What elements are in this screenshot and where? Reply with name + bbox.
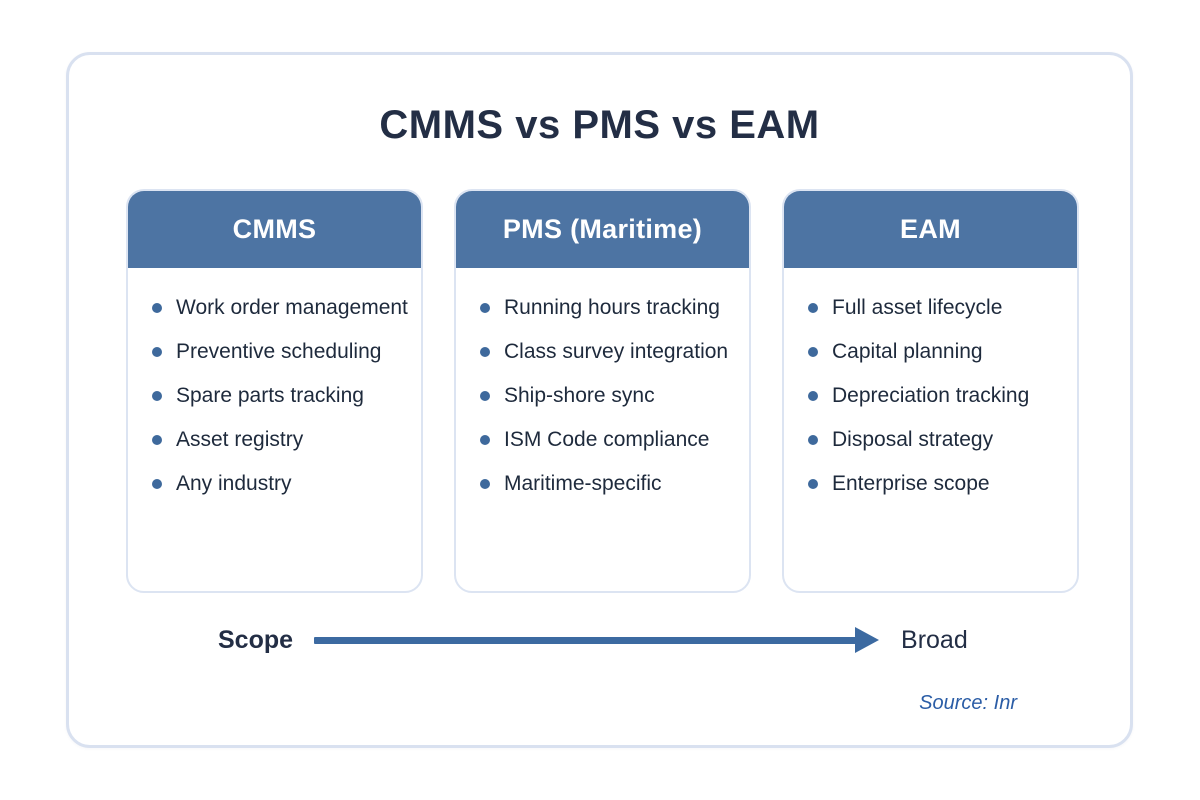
bullet-dot-icon: [480, 391, 490, 401]
bullet-dot-icon: [808, 347, 818, 357]
comparison-columns: CMMS Work order management Preventive sc…: [126, 189, 1079, 593]
list-item-text: Enterprise scope: [832, 472, 990, 495]
list-item-text: Asset registry: [176, 428, 304, 451]
list-item: Maritime-specific: [480, 467, 737, 500]
bullet-dot-icon: [808, 303, 818, 313]
bullet-dot-icon: [480, 435, 490, 445]
column-pms-list: Running hours tracking Class survey inte…: [456, 268, 749, 511]
list-item-text: Maritime-specific: [504, 472, 662, 495]
list-item: Any industry: [152, 467, 409, 500]
column-pms: PMS (Maritime) Running hours tracking Cl…: [454, 189, 751, 593]
list-item: Asset registry: [152, 423, 409, 456]
list-item-text: Any industry: [176, 472, 292, 495]
bullet-dot-icon: [808, 391, 818, 401]
list-item-text: Depreciation tracking: [832, 384, 1030, 407]
scope-axis: Scope Broad: [218, 621, 968, 659]
bullet-dot-icon: [480, 347, 490, 357]
right-arrow-icon: [314, 627, 880, 653]
list-item: Class survey integration: [480, 335, 737, 368]
list-item-text: Work order management: [176, 296, 408, 319]
column-eam-header: EAM: [784, 191, 1077, 268]
column-cmms: CMMS Work order management Preventive sc…: [126, 189, 423, 593]
list-item: Full asset lifecycle: [808, 291, 1065, 324]
column-eam-list: Full asset lifecycle Capital planning De…: [784, 268, 1077, 511]
list-item: Preventive scheduling: [152, 335, 409, 368]
bullet-dot-icon: [152, 435, 162, 445]
arrow-head: [855, 627, 880, 653]
bullet-dot-icon: [152, 391, 162, 401]
bullet-dot-icon: [152, 479, 162, 489]
list-item-text: Capital planning: [832, 340, 983, 363]
list-item-text: Spare parts tracking: [176, 384, 364, 407]
list-item: Running hours tracking: [480, 291, 737, 324]
list-item: ISM Code compliance: [480, 423, 737, 456]
scope-label: Scope: [218, 625, 294, 654]
list-item-text: Running hours tracking: [504, 296, 720, 319]
bullet-dot-icon: [152, 347, 162, 357]
list-item-text: Ship-shore sync: [504, 384, 655, 407]
source-credit: Source: Inr: [919, 692, 1017, 714]
list-item-text: Class survey integration: [504, 340, 729, 363]
column-eam: EAM Full asset lifecycle Capital plannin…: [782, 189, 1079, 593]
list-item: Depreciation tracking: [808, 379, 1065, 412]
main-card: CMMS vs PMS vs EAM CMMS Work order manag…: [66, 52, 1133, 748]
bullet-dot-icon: [480, 303, 490, 313]
list-item: Enterprise scope: [808, 467, 1065, 500]
column-cmms-list: Work order management Preventive schedul…: [128, 268, 421, 511]
list-item: Capital planning: [808, 335, 1065, 368]
list-item: Spare parts tracking: [152, 379, 409, 412]
page-title: CMMS vs PMS vs EAM: [379, 103, 820, 147]
list-item-text: Full asset lifecycle: [832, 296, 1003, 319]
arrow-line: [314, 636, 857, 644]
column-pms-header: PMS (Maritime): [456, 191, 749, 268]
list-item: Work order management: [152, 291, 409, 324]
bullet-dot-icon: [480, 479, 490, 489]
list-item-text: Preventive scheduling: [176, 340, 382, 363]
broad-label: Broad: [901, 625, 968, 654]
bullet-dot-icon: [808, 435, 818, 445]
list-item: Disposal strategy: [808, 423, 1065, 456]
bullet-dot-icon: [152, 303, 162, 313]
bullet-dot-icon: [808, 479, 818, 489]
list-item-text: Disposal strategy: [832, 428, 994, 451]
list-item: Ship-shore sync: [480, 379, 737, 412]
column-cmms-header: CMMS: [128, 191, 421, 268]
list-item-text: ISM Code compliance: [504, 428, 710, 451]
